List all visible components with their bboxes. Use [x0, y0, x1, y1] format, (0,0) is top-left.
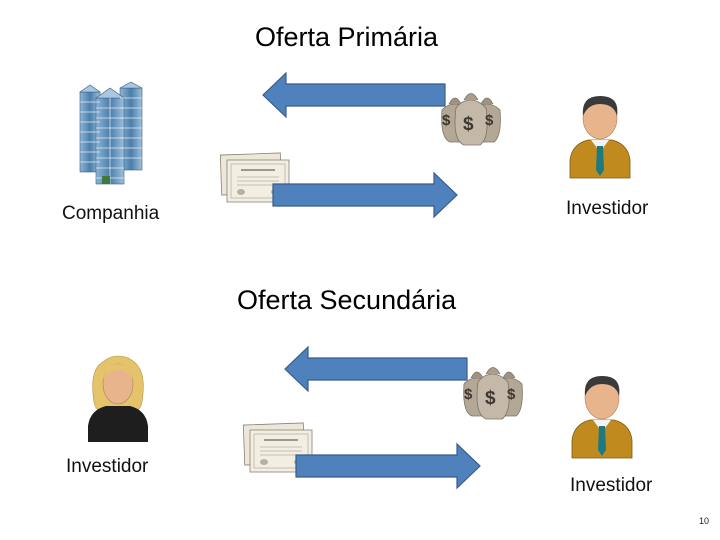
- money-flow-arrow-left-secondary: [284, 345, 468, 393]
- money-bag-symbol-right-secondary: $: [507, 386, 516, 403]
- company-buildings-icon: [78, 81, 144, 186]
- money-bags-icon: [438, 88, 504, 146]
- investor-label-seller: Investidor: [66, 456, 149, 477]
- money-bag-symbol-center-secondary: $: [485, 388, 496, 409]
- female-investor-icon: [84, 355, 152, 442]
- page-number: 10: [699, 516, 710, 526]
- money-bag-symbol-left: $: [442, 112, 451, 129]
- money-flow-arrow-left: [262, 71, 446, 119]
- secondary-offer-title: Oferta Secundária: [237, 285, 457, 315]
- money-bag-symbol-right: $: [485, 112, 494, 129]
- stock-certificates-icon: [219, 150, 291, 204]
- investor-label-primary: Investidor: [566, 198, 649, 219]
- shares-flow-arrow-right: [272, 171, 458, 219]
- male-investor-icon-primary: [566, 90, 634, 179]
- shares-flow-arrow-right-secondary: [295, 442, 481, 490]
- money-bags-icon-secondary: [460, 362, 526, 420]
- male-investor-icon-secondary: [568, 370, 636, 459]
- primary-offer-title: Oferta Primária: [255, 22, 439, 52]
- money-bag-symbol-center: $: [463, 114, 474, 135]
- company-label: Companhia: [62, 203, 160, 224]
- investor-label-buyer: Investidor: [570, 475, 653, 496]
- money-bag-symbol-left-secondary: $: [464, 386, 473, 403]
